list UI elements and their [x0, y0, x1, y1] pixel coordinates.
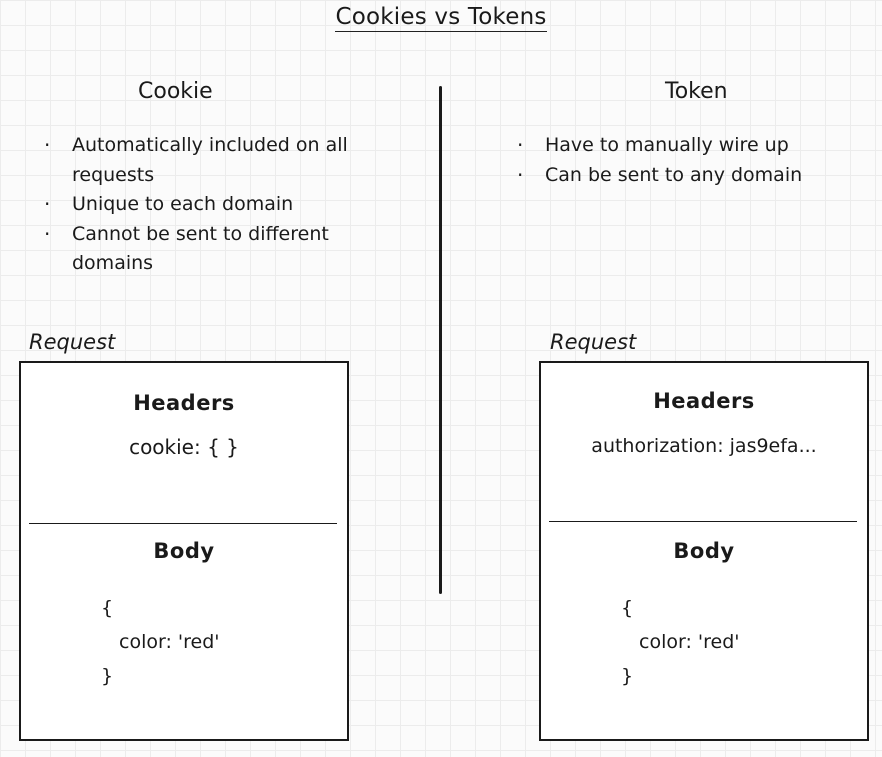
token-header-value: authorization: jas9efa... [591, 435, 817, 457]
cookie-header-value: cookie: { } [129, 435, 239, 459]
cookie-bullet: Automatically included on all requests [44, 131, 404, 190]
token-headers-label: Headers [653, 389, 755, 413]
cookie-bullet: Cannot be sent to different domains [44, 220, 404, 279]
cookie-body-line: color: 'red' [119, 631, 220, 653]
token-box-divider [549, 521, 857, 522]
cookie-bullet-list: Automatically included on all requests U… [44, 131, 404, 279]
token-heading: Token [665, 79, 728, 104]
token-body-line: color: 'red' [639, 631, 740, 653]
cookie-box-divider [29, 523, 337, 524]
cookie-body-line: } [101, 665, 114, 687]
token-request-box: Headers authorization: jas9efa... Body {… [539, 361, 869, 741]
token-bullet: Have to manually wire up [517, 131, 877, 161]
token-bullet: Can be sent to any domain [517, 161, 877, 191]
cookie-heading: Cookie [138, 79, 213, 104]
diagram-title: Cookies vs Tokens [0, 4, 882, 32]
cookie-bullet: Unique to each domain [44, 190, 404, 220]
diagram-title-text: Cookies vs Tokens [335, 4, 547, 32]
cookie-request-label: Request [29, 330, 116, 354]
center-divider [439, 86, 442, 594]
token-body-label: Body [673, 539, 735, 563]
cookie-headers-label: Headers [133, 391, 235, 415]
token-body-line: { [621, 597, 634, 619]
token-body-line: } [621, 665, 634, 687]
cookie-body-line: { [101, 597, 114, 619]
token-request-label: Request [550, 330, 637, 354]
token-bullet-list: Have to manually wire up Can be sent to … [517, 131, 877, 190]
cookie-body-label: Body [153, 539, 215, 563]
cookie-body-content: {color: 'red'} [101, 591, 219, 693]
token-body-content: {color: 'red'} [621, 591, 739, 693]
cookie-request-box: Headers cookie: { } Body {color: 'red'} [19, 361, 349, 741]
